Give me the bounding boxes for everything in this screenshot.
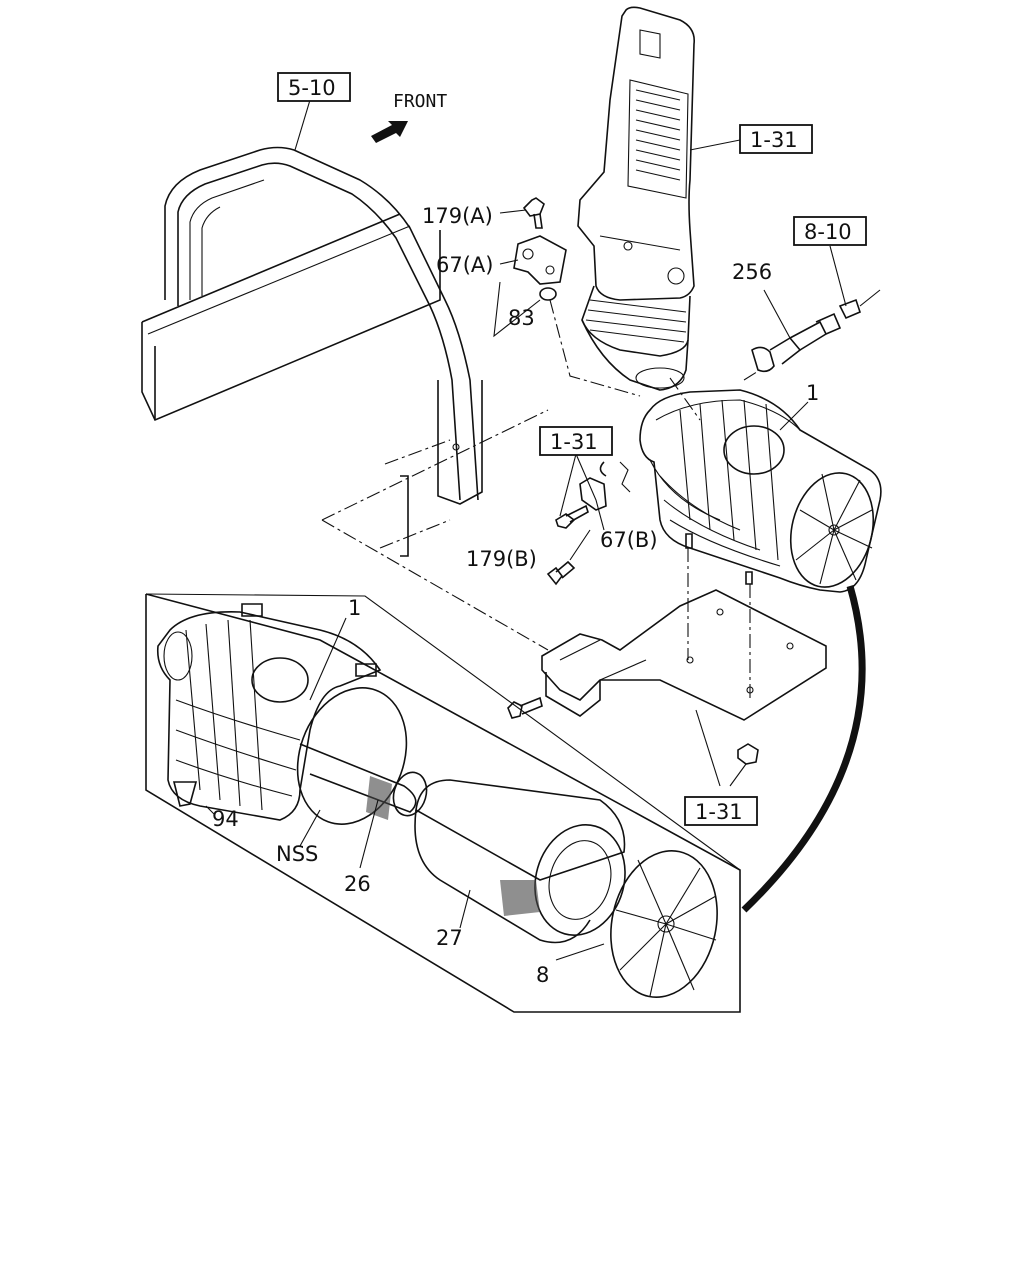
- part-label-27: 27: [436, 926, 463, 950]
- air-cleaner-installed: [639, 389, 882, 700]
- part-label-1-bottom: 1: [348, 596, 361, 620]
- front-arrow: FRONT: [371, 91, 447, 143]
- svg-text:1-31: 1-31: [695, 800, 743, 824]
- svg-text:1-31: 1-31: [550, 430, 598, 454]
- part-label-179b: 179(B): [466, 547, 537, 571]
- bracket-assembly-b: [546, 453, 631, 586]
- part-label-26: 26: [344, 872, 371, 896]
- part-label-8: 8: [536, 963, 549, 987]
- bracket-assembly-a: [493, 197, 641, 397]
- part-label-83: 83: [508, 306, 535, 330]
- front-label: FRONT: [393, 91, 447, 112]
- ref-box-1-31-top: 1-31: [739, 124, 813, 154]
- part-label-179a: 179(A): [422, 204, 493, 228]
- part-label-256: 256: [732, 260, 772, 284]
- mounting-bracket: [507, 589, 827, 787]
- restriction-indicator: [743, 245, 881, 381]
- part-label-67b: 67(B): [600, 528, 658, 552]
- part-label-67a: 67(A): [436, 253, 493, 277]
- intake-duct: [577, 6, 741, 421]
- ref-box-8-10: 8-10: [793, 216, 867, 246]
- frame-structure: [141, 99, 549, 651]
- svg-text:5-10: 5-10: [288, 76, 336, 100]
- part-label-nss: NSS: [276, 842, 318, 866]
- part-label-1-top: 1: [806, 381, 819, 405]
- ref-box-1-31-bottom: 1-31: [684, 796, 758, 826]
- part-label-94: 94: [212, 807, 239, 831]
- exploded-view: [145, 593, 741, 1013]
- svg-text:8-10: 8-10: [804, 220, 852, 244]
- ref-box-1-31-mid: 1-31: [539, 426, 613, 456]
- ref-box-5-10: 5-10: [277, 72, 351, 102]
- detail-callout-arc: [741, 585, 866, 913]
- svg-text:1-31: 1-31: [750, 128, 798, 152]
